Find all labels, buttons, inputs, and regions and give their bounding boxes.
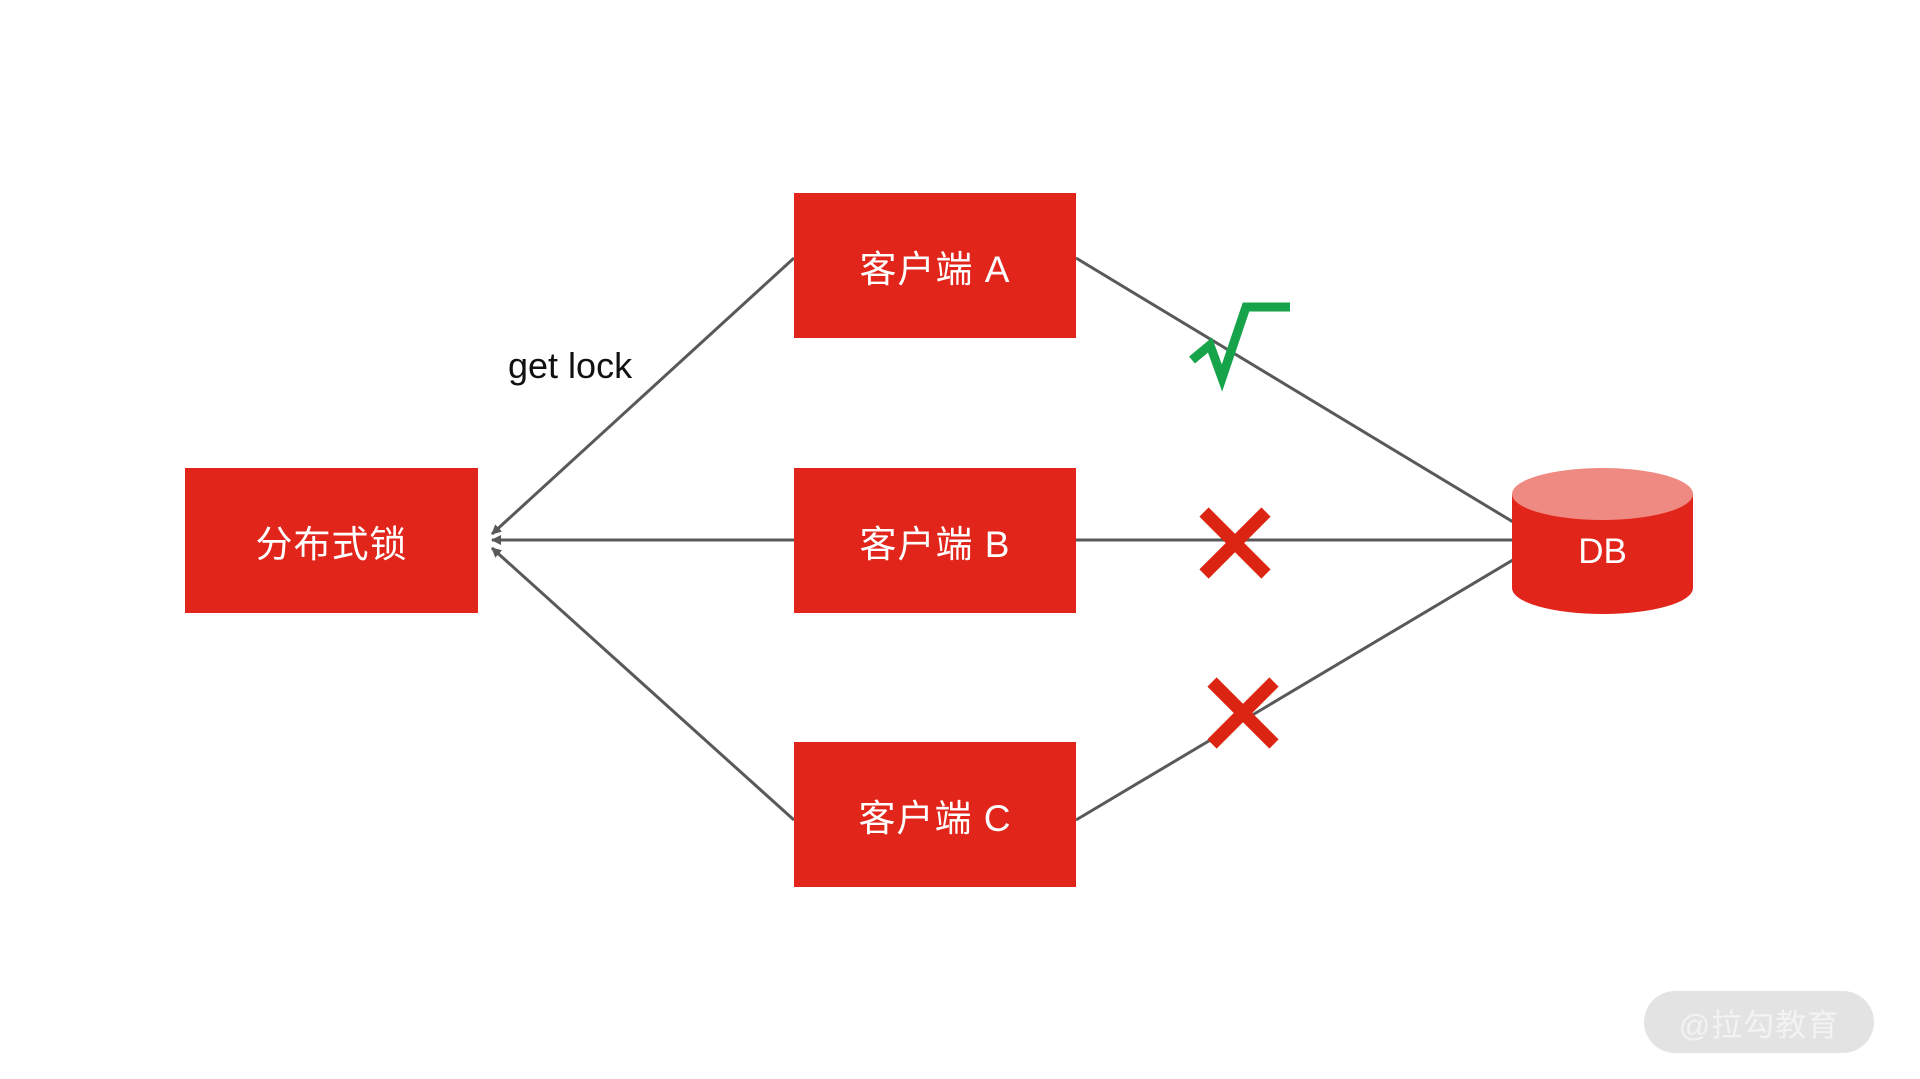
node-client-b-label: 客户端 B xyxy=(859,523,1011,565)
edge-client-c-to-lock xyxy=(490,546,796,822)
edge-client-c-to-db xyxy=(1075,546,1534,822)
node-client-c-label: 客户端 C xyxy=(858,797,1012,839)
edge-label-get-lock: get lock xyxy=(508,345,633,386)
node-database-label: DB xyxy=(1578,532,1627,571)
node-database[interactable]: DB xyxy=(1512,468,1693,614)
edge-client-a-to-db xyxy=(1075,256,1534,536)
node-client-a-label: 客户端 A xyxy=(859,248,1011,290)
node-client-c[interactable]: 客户端 C xyxy=(794,742,1076,887)
node-client-a[interactable]: 客户端 A xyxy=(794,193,1076,338)
edge-client-a-to-lock xyxy=(490,256,796,536)
cross-mark-icon-client-b xyxy=(1199,507,1271,579)
watermark-text: @拉勾教育 xyxy=(1678,1007,1840,1043)
node-distributed-lock[interactable]: 分布式锁 xyxy=(185,468,478,613)
node-distributed-lock-label: 分布式锁 xyxy=(255,523,408,565)
check-mark-icon xyxy=(1189,302,1290,392)
node-client-b[interactable]: 客户端 B xyxy=(794,468,1076,613)
cross-mark-icon-client-c xyxy=(1207,677,1279,749)
watermark: @拉勾教育 xyxy=(1644,991,1874,1053)
database-cylinder-icon xyxy=(1512,468,1693,614)
